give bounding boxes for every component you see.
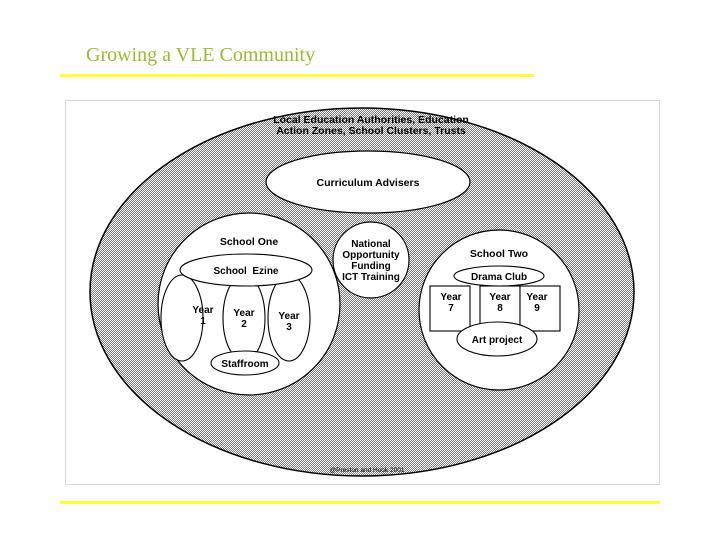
school-two-year9-box	[519, 285, 561, 332]
drama-club-ellipse	[453, 265, 545, 287]
drama-club-label: Drama Club	[471, 272, 527, 283]
school-one-year1-num: 1	[200, 316, 206, 327]
school-ezine-label: School Ezine	[213, 266, 278, 277]
school-two-year7-box	[429, 285, 471, 332]
school-one-title: School One	[220, 236, 279, 248]
school-one-year1-ellipse	[160, 274, 204, 362]
school-ezine-ellipse	[179, 253, 313, 287]
curriculum-advisers-ellipse	[265, 150, 471, 214]
copyright-credit: @Preston and Hook 2001	[330, 467, 405, 474]
slide-title: Growing a VLE Community	[86, 44, 316, 66]
national-label-line4: ICT Training	[342, 272, 400, 283]
national-label-line1: National	[351, 239, 391, 250]
art-project-label: Art project	[472, 335, 523, 346]
school-two-year7-num: 7	[448, 303, 454, 314]
school-one-year2-label: Year	[233, 308, 254, 319]
art-project-ellipse	[456, 321, 538, 357]
school-one-year3-num: 3	[286, 322, 292, 333]
school-two-year7-label: Year	[440, 292, 461, 303]
staffroom-ellipse	[210, 350, 280, 376]
school-two-year8-num: 8	[497, 303, 503, 314]
school-two-year9-num: 9	[534, 303, 540, 314]
school-two-title: School Two	[470, 248, 528, 260]
national-label-line2: Opportunity	[342, 250, 400, 261]
curriculum-advisers-label: Curriculum Advisers	[317, 177, 420, 189]
school-one-year1-label: Year	[192, 305, 213, 316]
footer-rule	[60, 501, 660, 504]
title-underline	[60, 74, 534, 77]
school-two-year8-label: Year	[489, 292, 510, 303]
outer-label-line1: Local Education Authorities, Education	[273, 114, 469, 126]
staffroom-label: Staffroom	[221, 359, 268, 370]
school-one-year3-label: Year	[278, 311, 299, 322]
national-label-line3: Funding	[351, 261, 390, 272]
outer-label-line2: Action Zones, School Clusters, Trusts	[276, 125, 466, 137]
school-one-year2-num: 2	[241, 319, 247, 330]
school-two-year9-label: Year	[526, 292, 547, 303]
vle-community-diagram: Local Education Authorities, Education A…	[65, 100, 660, 485]
diagram-canvas: Local Education Authorities, Education A…	[65, 100, 660, 485]
national-funding-circle	[332, 221, 410, 299]
